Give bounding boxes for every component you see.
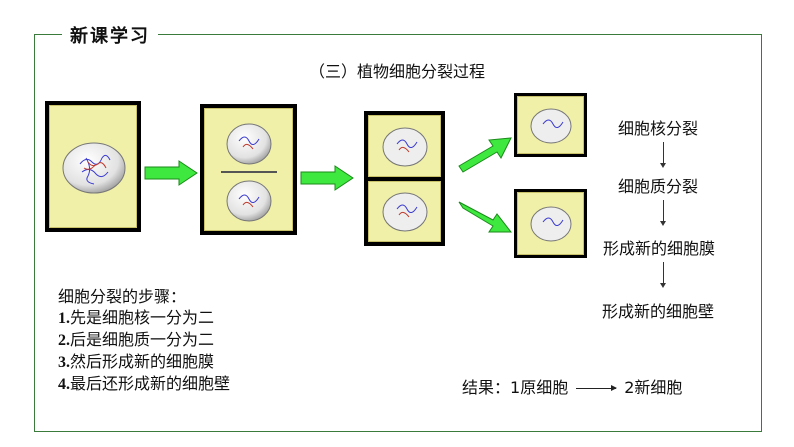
nucleus-icon [382,192,428,232]
down-arrow-1 [663,142,664,164]
process-step-4: 形成新的细胞壁 [602,302,715,321]
result-label: 结果： [462,378,511,397]
steps-list: 细胞分裂的步骤： 1.先是细胞核一分为二 2.后是细胞质一分为二 3.然后形成新… [58,286,230,395]
result-arrow [576,385,618,391]
stage1-cell [45,101,141,232]
nucleus-icon [62,142,126,194]
step-item: 2.后是细胞质一分为二 [58,330,215,349]
result-to: 2新细胞 [624,378,683,397]
step-item: 3.然后形成新的细胞膜 [58,352,215,371]
nucleus-icon [382,127,428,167]
nucleus-icon [530,108,572,144]
stage2-cell [200,104,297,235]
down-arrow-3 [663,262,664,284]
green-arrow-up [458,137,512,173]
stage3-cell [364,111,445,246]
steps-heading: 细胞分裂的步骤： [58,287,187,306]
down-arrow-2 [663,200,664,222]
step-item: 1.先是细胞核一分为二 [58,308,215,327]
diagram-title: （三）植物细胞分裂过程 [308,62,485,81]
dividing-nucleus-icon [221,123,277,222]
section-label: 新课学习 [62,22,158,48]
nucleus-icon [530,206,572,242]
green-arrow-1 [144,160,198,186]
daughter-cell-top [514,93,587,157]
green-arrow-2 [300,165,354,191]
process-step-3: 形成新的细胞膜 [603,239,716,258]
process-step-1: 细胞核分裂 [618,119,699,138]
green-arrow-down [458,201,513,233]
result-from: 1原细胞 [510,378,569,397]
process-step-2: 细胞质分裂 [618,177,699,196]
result-line: 结果：1原细胞 2新细胞 [462,374,682,398]
step-item: 4.最后还形成新的细胞壁 [58,374,231,393]
daughter-cell-bottom [514,189,587,258]
content-frame [34,34,762,432]
